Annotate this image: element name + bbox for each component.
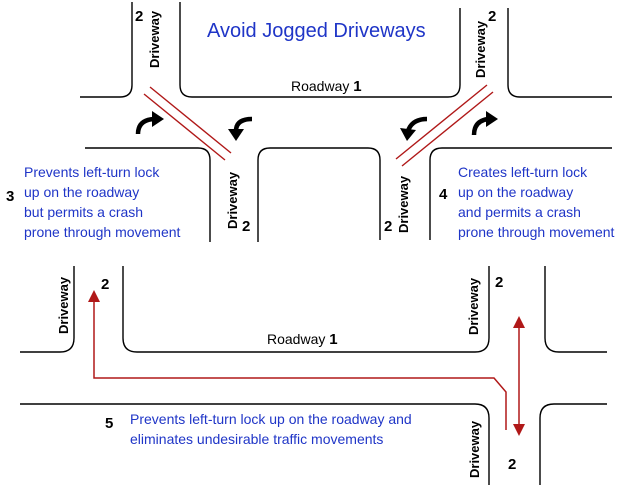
- driveway-number: 2: [495, 274, 504, 291]
- curved-turn-arrow-icon: [135, 111, 164, 135]
- roadway-label: Roadway 1: [267, 331, 338, 348]
- scenario-5-text: Prevents left-turn lock up on the roadwa…: [130, 411, 412, 447]
- driveway-number: 2: [488, 8, 497, 25]
- roadway-label: Roadway 1: [291, 78, 362, 95]
- driveway-label: Driveway: [56, 276, 71, 334]
- through-movement-lines: [143, 84, 494, 167]
- driveway-label: Driveway: [225, 171, 240, 229]
- driveway-number: 2: [101, 276, 110, 293]
- scenario-4-number: 4: [439, 186, 448, 203]
- driveway-number: 2: [135, 8, 144, 25]
- driveway-label: Driveway: [396, 175, 411, 233]
- driveway-number: 2: [508, 456, 517, 473]
- driveway-label: Driveway: [473, 20, 488, 78]
- movement-paths: [88, 290, 525, 436]
- straight-arrow-icon: [88, 290, 507, 430]
- driveway-label: Driveway: [147, 10, 162, 68]
- curved-turn-arrow-icon: [228, 116, 253, 141]
- scenario-3-text: Prevents left-turn lock up on the roadwa…: [24, 164, 181, 240]
- curved-turn-arrow-icon: [400, 116, 428, 141]
- driveway-number: 2: [384, 218, 393, 235]
- top-roadway-edges: [80, 2, 612, 242]
- scenario-3-number: 3: [6, 188, 15, 205]
- turn-arrows: [135, 111, 498, 141]
- bottom-roadway-edges: [20, 266, 607, 485]
- driveway-label: Driveway: [467, 420, 482, 478]
- diagram-title: Avoid Jogged Driveways: [207, 20, 426, 42]
- driveway-label: Driveway: [466, 277, 481, 335]
- curved-turn-arrow-icon: [471, 111, 498, 136]
- scenario-5-number: 5: [105, 415, 114, 432]
- driveway-number: 2: [242, 218, 251, 235]
- scenario-4-text: Creates left-turn lock up on the roadway…: [458, 164, 615, 240]
